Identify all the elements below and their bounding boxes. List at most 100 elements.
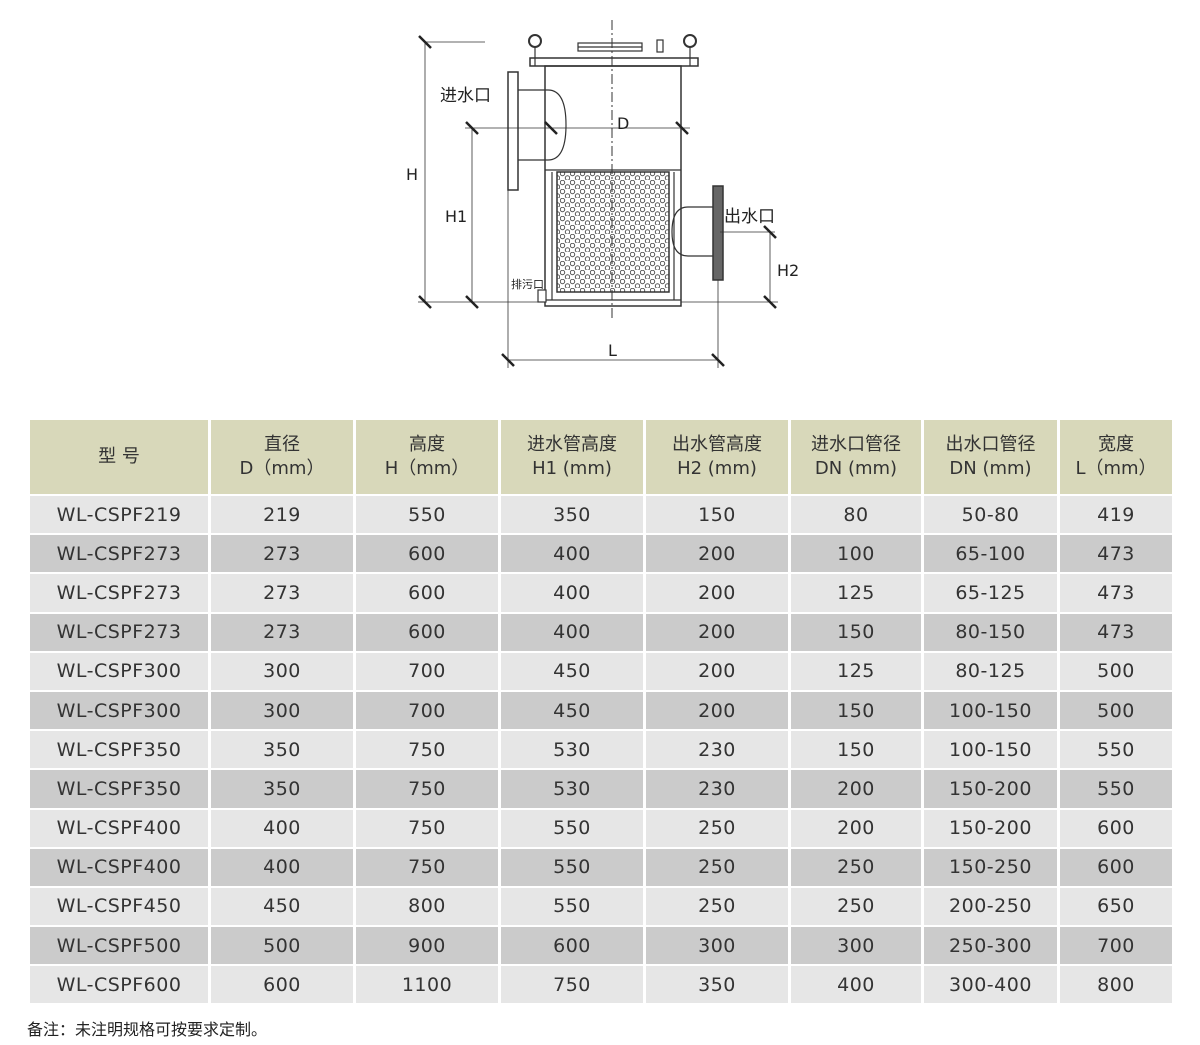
table-cell: 200 bbox=[791, 809, 921, 847]
table-cell: 400 bbox=[501, 535, 643, 573]
table-cell: 250 bbox=[646, 848, 788, 886]
table-cell: WL-CSPF300 bbox=[30, 652, 208, 690]
table-cell: 900 bbox=[356, 927, 498, 965]
table-cell: 300-400 bbox=[924, 966, 1057, 1004]
table-cell: 150 bbox=[791, 613, 921, 651]
table-cell: 600 bbox=[356, 613, 498, 651]
column-header: 出水口管径 DN (mm) bbox=[924, 420, 1057, 494]
dim-d-label: D bbox=[617, 114, 629, 133]
column-header-unit: DN (mm) bbox=[949, 458, 1032, 479]
table-cell: 100-150 bbox=[924, 731, 1057, 769]
table-cell: 200 bbox=[646, 613, 788, 651]
table-cell: 100 bbox=[791, 535, 921, 573]
table-cell: 250 bbox=[791, 848, 921, 886]
table-cell: WL-CSPF600 bbox=[30, 966, 208, 1004]
table-cell: WL-CSPF450 bbox=[30, 887, 208, 926]
table-cell: 300 bbox=[211, 691, 353, 730]
column-header-unit: L（mm） bbox=[1075, 458, 1157, 479]
table-cell: 200 bbox=[646, 574, 788, 612]
table-cell: 250-300 bbox=[924, 927, 1057, 965]
table-cell: 273 bbox=[211, 535, 353, 573]
table-cell: WL-CSPF400 bbox=[30, 848, 208, 886]
column-header-title: 型 号 bbox=[98, 446, 140, 467]
table-cell: 400 bbox=[211, 809, 353, 847]
column-header-title: 高度 bbox=[409, 434, 445, 455]
table-cell: WL-CSPF273 bbox=[30, 574, 208, 612]
table-cell: 800 bbox=[1060, 966, 1172, 1004]
table-cell: 450 bbox=[501, 691, 643, 730]
table-cell: 473 bbox=[1060, 613, 1172, 651]
column-header-title: 进水口管径 bbox=[811, 434, 901, 455]
table-cell: 500 bbox=[1060, 691, 1172, 730]
table-cell: 700 bbox=[356, 652, 498, 690]
column-header-unit: H1 (mm) bbox=[532, 458, 612, 479]
table-cell: 800 bbox=[356, 887, 498, 926]
table-cell: 273 bbox=[211, 613, 353, 651]
table-cell: 300 bbox=[791, 927, 921, 965]
inlet-label: 进水口 bbox=[440, 86, 491, 106]
table-cell: WL-CSPF273 bbox=[30, 613, 208, 651]
table-cell: 400 bbox=[501, 613, 643, 651]
table-cell: 150-250 bbox=[924, 848, 1057, 886]
table-cell: 200 bbox=[791, 770, 921, 808]
table-cell: 600 bbox=[356, 535, 498, 573]
table-cell: WL-CSPF350 bbox=[30, 731, 208, 769]
table-cell: 200 bbox=[646, 652, 788, 690]
table-cell: WL-CSPF300 bbox=[30, 691, 208, 730]
footnote: 备注：未注明规格可按要求定制。 bbox=[27, 1020, 268, 1039]
table-cell: 150-200 bbox=[924, 770, 1057, 808]
table-cell: WL-CSPF400 bbox=[30, 809, 208, 847]
table-cell: WL-CSPF273 bbox=[30, 535, 208, 573]
table-cell: 250 bbox=[646, 887, 788, 926]
column-header-title: 出水管高度 bbox=[672, 434, 762, 455]
table-cell: WL-CSPF219 bbox=[30, 496, 208, 534]
table-cell: 550 bbox=[501, 848, 643, 886]
table-cell: 750 bbox=[356, 731, 498, 769]
table-cell: 400 bbox=[791, 966, 921, 1004]
table-cell: 50-80 bbox=[924, 496, 1057, 534]
table-cell: 550 bbox=[356, 496, 498, 534]
table-cell: 600 bbox=[356, 574, 498, 612]
table-cell: 150-200 bbox=[924, 809, 1057, 847]
table-cell: 1100 bbox=[356, 966, 498, 1004]
column-header-unit: H2 (mm) bbox=[677, 458, 757, 479]
table-cell: 350 bbox=[501, 496, 643, 534]
table-cell: 350 bbox=[211, 731, 353, 769]
table-cell: 600 bbox=[1060, 848, 1172, 886]
column-header: 型 号 bbox=[30, 420, 208, 494]
table-cell: 273 bbox=[211, 574, 353, 612]
table-cell: 100-150 bbox=[924, 691, 1057, 730]
dim-h1-label: H1 bbox=[445, 207, 467, 226]
table-cell: 125 bbox=[791, 652, 921, 690]
column-header: 出水管高度 H2 (mm) bbox=[646, 420, 788, 494]
table-cell: 300 bbox=[211, 652, 353, 690]
table-cell: 150 bbox=[791, 731, 921, 769]
table-cell: 550 bbox=[501, 887, 643, 926]
table-cell: 150 bbox=[791, 691, 921, 730]
table-cell: 450 bbox=[211, 887, 353, 926]
column-header-title: 出水口管径 bbox=[945, 434, 1036, 455]
table-cell: 419 bbox=[1060, 496, 1172, 534]
column-header-title: 直径 bbox=[264, 434, 300, 455]
table-cell: 65-125 bbox=[924, 574, 1057, 612]
outlet-label: 出水口 bbox=[724, 207, 775, 227]
table-cell: 500 bbox=[211, 927, 353, 965]
table-cell: 250 bbox=[791, 887, 921, 926]
